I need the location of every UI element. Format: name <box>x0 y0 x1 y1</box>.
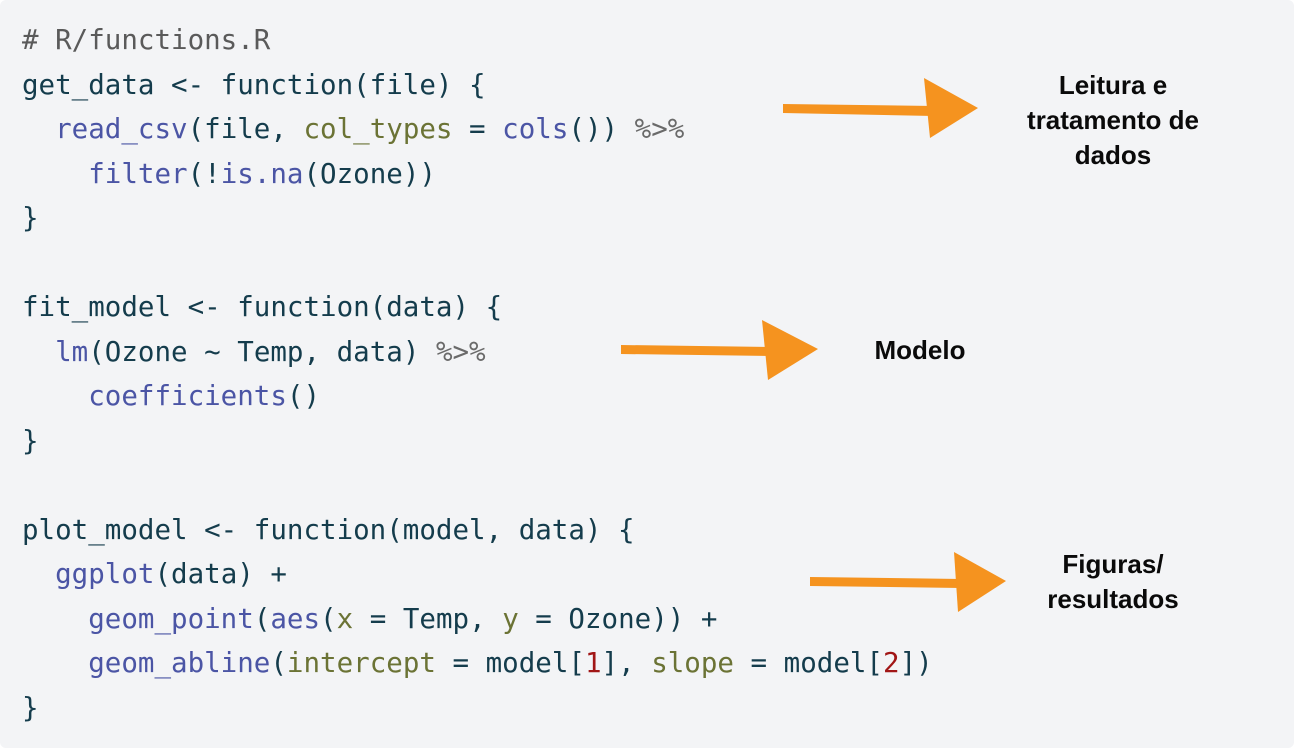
arrow-results-icon <box>810 552 1006 612</box>
code-token: } <box>22 424 39 457</box>
code-token: cols <box>502 113 569 145</box>
code-token: = model[ <box>733 647 883 679</box>
code-line: fit_model <- function(data) { <box>22 285 933 330</box>
code-block: # R/functions.R get_data <- function(file… <box>22 18 933 730</box>
code-token: ]) <box>899 647 933 679</box>
code-line: read_csv(file, col_types = cols()) %>% <box>22 107 933 152</box>
code-token: aes <box>270 602 321 635</box>
code-token: = model[ <box>435 647 585 679</box>
code-token: get_data <- function(file) { <box>22 68 486 101</box>
code-token: lm <box>55 335 89 368</box>
code-token: ( <box>253 602 271 635</box>
data-processing-label: Leitura e tratamento de dados <box>1027 70 1199 170</box>
code-line: } <box>22 419 933 464</box>
code-token: geom_abline <box>88 647 271 679</box>
code-token: = Ozone)) + <box>518 602 718 635</box>
code-token: y <box>502 602 519 635</box>
code-token: } <box>22 691 39 724</box>
code-line: filter(!is.na(Ozone)) <box>22 152 933 197</box>
code-token: (Ozone)) <box>303 157 436 190</box>
code-token: filter <box>88 157 188 190</box>
code-token: = Temp, <box>353 602 503 635</box>
code-line: geom_abline(intercept = model[1], slope … <box>22 641 933 686</box>
code-token: ()) <box>568 113 635 145</box>
code-token: (data) + <box>154 558 287 590</box>
code-token: x <box>336 602 354 635</box>
code-token: ], <box>601 647 652 679</box>
code-line: } <box>22 686 933 731</box>
arrow-data-icon <box>783 78 978 138</box>
code-line: lm(Ozone ~ Temp, data) %>% <box>22 330 933 375</box>
code-token: plot_model <- function(model, data) { <box>22 513 635 546</box>
code-token: col_types <box>303 113 453 145</box>
code-token: ggplot <box>55 558 155 590</box>
code-token: () <box>286 380 321 412</box>
code-token: geom_point <box>88 602 254 635</box>
code-token: %>% <box>634 113 685 145</box>
code-line: coefficients() <box>22 374 933 419</box>
code-token: ( <box>320 602 337 635</box>
code-line: plot_model <- function(model, data) { <box>22 508 933 553</box>
code-token: (Ozone ~ Temp, data) <box>88 335 436 368</box>
code-token: is.na <box>220 157 304 190</box>
code-token: %>% <box>435 335 486 368</box>
code-token: read_csv <box>55 113 188 145</box>
code-line: # R/functions.R <box>22 18 933 63</box>
code-token: ( <box>270 647 287 679</box>
code-token: 1 <box>584 647 602 679</box>
code-token: 2 <box>883 647 900 679</box>
code-line: get_data <- function(file) { <box>22 63 933 108</box>
code-token: slope <box>651 647 734 679</box>
code-token: } <box>22 202 39 234</box>
code-token: = <box>452 113 503 145</box>
code-line: ggplot(data) + <box>22 552 933 597</box>
code-token: intercept <box>286 647 436 679</box>
code-line: geom_point(aes(x = Temp, y = Ozone)) + <box>22 597 933 642</box>
code-token: fit_model <- function(data) { <box>22 291 503 323</box>
code-line: } <box>22 196 933 241</box>
results-label: Figuras/ resultados <box>1047 549 1179 614</box>
code-token: (! <box>187 157 221 190</box>
code-token: (file, <box>187 113 304 145</box>
code-token: coefficients <box>88 380 287 412</box>
arrow-model-icon <box>621 320 818 380</box>
code-token: # R/functions.R <box>22 24 271 56</box>
model-label: Modelo <box>874 335 966 365</box>
